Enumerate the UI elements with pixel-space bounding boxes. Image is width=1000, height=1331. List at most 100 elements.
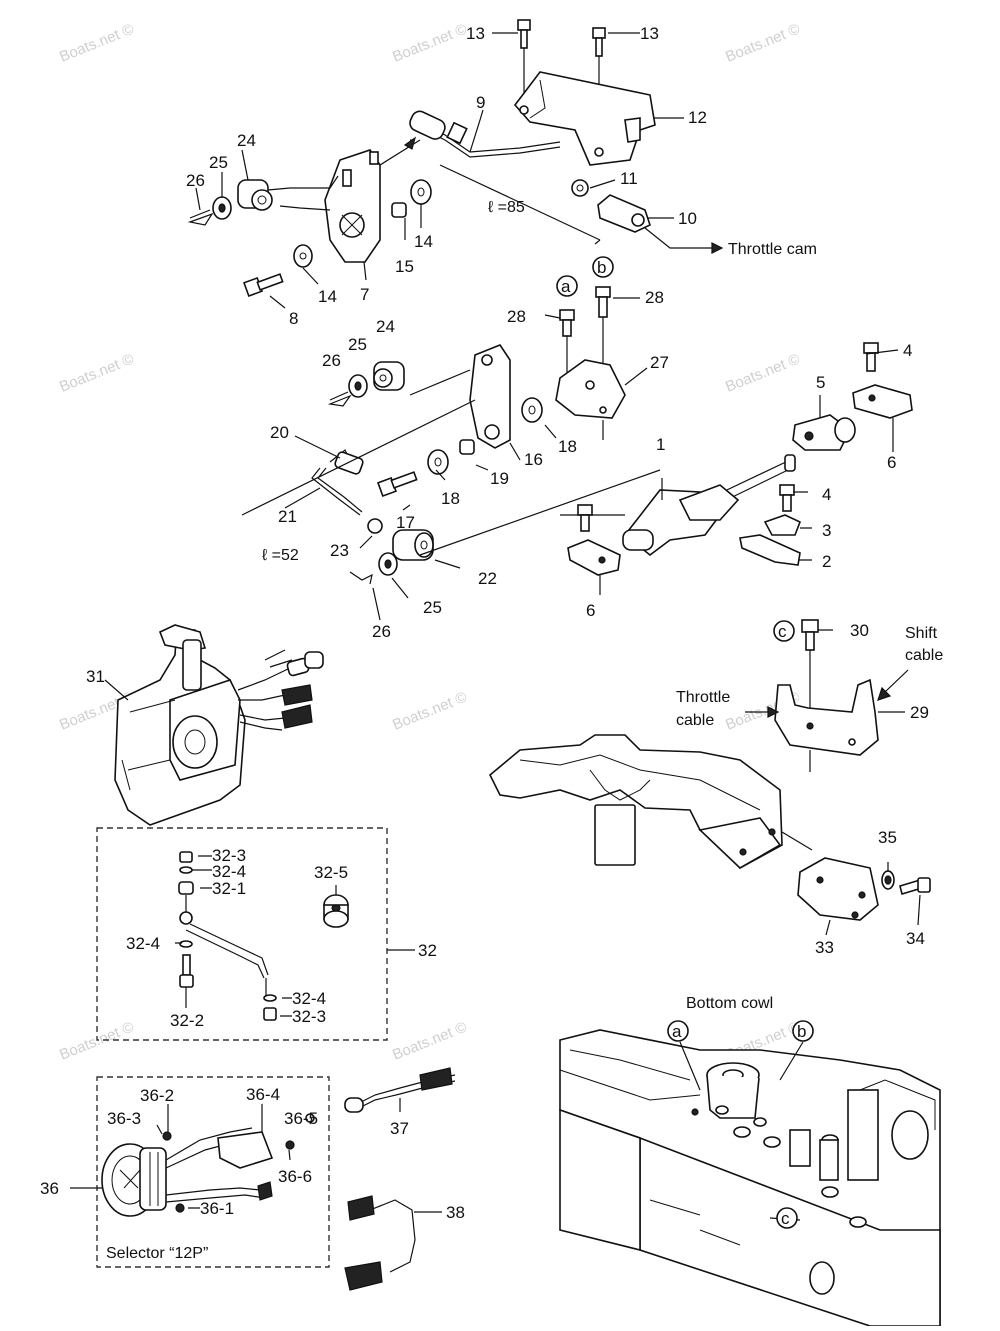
callout-25: 25 bbox=[348, 335, 367, 354]
callout-32-2: 32-2 bbox=[170, 1011, 204, 1030]
bracket-29 bbox=[774, 678, 879, 756]
bolt-13-right bbox=[592, 27, 606, 57]
callout-36: 36 bbox=[40, 1179, 59, 1198]
watermark: Boats.net © bbox=[390, 1018, 469, 1063]
wire-37 bbox=[344, 1067, 456, 1113]
watermark: Boats.net © bbox=[57, 350, 136, 395]
callout-24: 24 bbox=[376, 317, 395, 336]
callout-19: 19 bbox=[490, 469, 509, 488]
svg-text:b: b bbox=[797, 1022, 806, 1041]
callout-11: 11 bbox=[620, 169, 638, 188]
washer-14 bbox=[410, 179, 432, 205]
washer-18 bbox=[521, 397, 543, 423]
callout-29: 29 bbox=[910, 703, 929, 722]
shift-cable-label-2: cable bbox=[905, 647, 943, 664]
callout-30: 30 bbox=[850, 621, 869, 640]
throttle-cable-label-1: Throttle bbox=[676, 689, 730, 706]
callout-36-4: 36-4 bbox=[246, 1085, 280, 1104]
kit-32-box bbox=[96, 827, 388, 1041]
callout-36-6: 36-6 bbox=[278, 1167, 312, 1186]
svg-text:b: b bbox=[597, 258, 606, 277]
bolt-30 bbox=[801, 619, 819, 651]
plate-6 bbox=[852, 384, 913, 419]
circle-mark-b: b bbox=[592, 256, 614, 278]
circle-mark-a: a bbox=[556, 275, 578, 297]
circle-mark-b-lower: b bbox=[792, 1020, 814, 1042]
callout-26: 26 bbox=[186, 171, 205, 190]
collar-15 bbox=[391, 202, 407, 218]
bolt-28-a bbox=[559, 309, 575, 337]
svg-text:c: c bbox=[778, 622, 787, 641]
callout-22: 22 bbox=[478, 569, 497, 588]
callout-18: 18 bbox=[558, 437, 577, 456]
watermark: Boats.net © bbox=[723, 20, 802, 65]
bolt-17 bbox=[377, 471, 418, 497]
callout-10: 10 bbox=[678, 209, 697, 228]
callout-16: 16 bbox=[524, 450, 543, 469]
callout-33: 33 bbox=[815, 938, 834, 957]
callout-32-1: 32-1 bbox=[212, 879, 246, 898]
selector-36-box bbox=[96, 1076, 330, 1268]
callout-36-1: 36-1 bbox=[200, 1199, 234, 1218]
bolt-32-2 bbox=[179, 954, 194, 988]
joint-22 bbox=[392, 529, 434, 561]
callout-25: 25 bbox=[209, 153, 228, 172]
callout-32-4: 32-4 bbox=[126, 934, 160, 953]
callout-5: 5 bbox=[816, 373, 825, 392]
callout-labels: 13 13 9 12 24 25 26 11 10 Throttle cam ℓ… bbox=[40, 24, 943, 1262]
bracket-12 bbox=[513, 71, 656, 166]
shift-link-assembly bbox=[241, 286, 913, 595]
bottom-cowl-label: Bottom cowl bbox=[686, 995, 773, 1012]
callout-14: 14 bbox=[414, 232, 433, 251]
rod-21 bbox=[311, 467, 361, 516]
callout-21: 21 bbox=[278, 507, 297, 526]
callout-36-2: 36-2 bbox=[140, 1086, 174, 1105]
callout-4: 4 bbox=[822, 485, 831, 504]
callout-13: 13 bbox=[466, 24, 485, 43]
nut-11 bbox=[571, 179, 589, 197]
joint-24-mid bbox=[373, 361, 405, 391]
remote-control-31 bbox=[114, 624, 324, 826]
callout-2: 2 bbox=[822, 552, 831, 571]
joint-10 bbox=[597, 194, 651, 233]
callout-3: 3 bbox=[822, 521, 831, 540]
length-52-label: ℓ =52 bbox=[262, 547, 299, 564]
callout-20: 20 bbox=[270, 423, 289, 442]
callout-34: 34 bbox=[906, 929, 925, 948]
bolt-4-lower bbox=[779, 484, 795, 512]
callout-36-3: 36-3 bbox=[107, 1109, 141, 1128]
callout-14: 14 bbox=[318, 287, 337, 306]
grommet-32-5 bbox=[323, 894, 349, 928]
callout-17: 17 bbox=[396, 513, 415, 532]
bolt-13-left bbox=[517, 19, 531, 49]
callout-9: 9 bbox=[476, 93, 485, 112]
lever-7 bbox=[324, 149, 381, 263]
joint-24-top bbox=[237, 179, 273, 211]
cable-bracket-assembly bbox=[489, 619, 931, 921]
svg-text:a: a bbox=[672, 1022, 682, 1041]
cam-5 bbox=[792, 414, 856, 451]
callout-31: 31 bbox=[86, 667, 105, 686]
callout-27: 27 bbox=[650, 353, 669, 372]
shift-cable-label-1: Shift bbox=[905, 625, 938, 642]
clip-20 bbox=[334, 451, 364, 475]
kit-32 bbox=[96, 827, 388, 1041]
callout-6: 6 bbox=[586, 601, 595, 620]
selector-36 bbox=[96, 1076, 330, 1268]
watermark: Boats.net © bbox=[390, 20, 469, 65]
circle-mark-c-upper: c bbox=[773, 620, 795, 642]
callout-36-5: 36-5 bbox=[284, 1109, 318, 1128]
callout-26: 26 bbox=[322, 351, 341, 370]
svg-text:a: a bbox=[561, 277, 571, 296]
circle-mark-a-lower: a bbox=[667, 1020, 689, 1042]
bolt-28-b bbox=[595, 286, 611, 318]
clip-26-mid bbox=[327, 391, 352, 407]
watermark: Boats.net © bbox=[57, 1018, 136, 1063]
callout-32-4: 32-4 bbox=[212, 862, 246, 881]
bolt-34 bbox=[899, 877, 931, 896]
length-85-label: ℓ =85 bbox=[488, 199, 525, 216]
callout-4: 4 bbox=[903, 341, 912, 360]
callout-28: 28 bbox=[507, 307, 526, 326]
